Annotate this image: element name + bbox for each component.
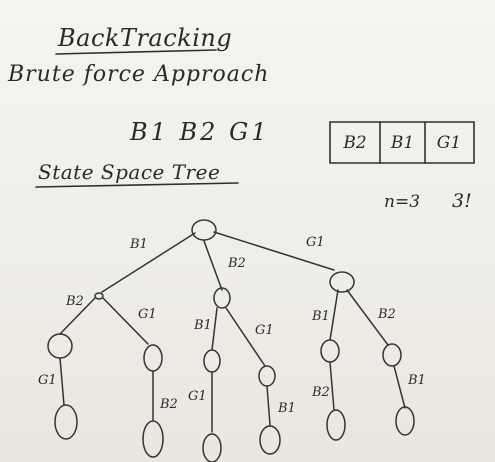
- tree-edge: [59, 357, 65, 406]
- tree-node: [47, 333, 73, 359]
- tree-node: [382, 343, 402, 367]
- edge-label: G1: [138, 307, 157, 322]
- edge-label: B2: [227, 256, 246, 271]
- edge-label: B1: [311, 309, 330, 324]
- tree-node: [142, 420, 164, 458]
- tree-heading-underline: [35, 182, 239, 188]
- tree-edge: [346, 289, 389, 346]
- edge-label: B1: [129, 237, 148, 252]
- items-list: B1 B2 G1: [130, 118, 270, 146]
- tree-edge: [211, 307, 218, 351]
- tree-node: [203, 349, 221, 373]
- tree-node: [143, 344, 163, 372]
- tree-node: [94, 292, 104, 300]
- permutation-box: [329, 121, 475, 164]
- tree-node: [326, 409, 346, 441]
- tree-heading: State Space Tree: [38, 160, 221, 184]
- tree-edge: [101, 232, 196, 293]
- permutation-cell: B2: [343, 133, 367, 153]
- edge-label: B1: [407, 373, 426, 388]
- edge-label: B1: [277, 401, 296, 416]
- edge-label: B1: [193, 318, 212, 333]
- tree-node: [320, 339, 340, 363]
- tree-edge: [203, 240, 223, 291]
- tree-node: [395, 406, 415, 436]
- tree-edge: [213, 231, 335, 271]
- tree-edge: [59, 297, 96, 335]
- tree-node: [54, 404, 78, 440]
- tree-edge: [225, 307, 266, 367]
- tree-node: [329, 271, 355, 293]
- permutation-cell: B1: [390, 133, 415, 153]
- tree-node: [202, 433, 222, 462]
- edge-label: B2: [65, 294, 84, 309]
- tree-edge: [393, 365, 406, 409]
- tree-node: [258, 365, 276, 387]
- tree-edge: [266, 385, 271, 426]
- title: BackTracking: [58, 24, 233, 52]
- count-n: n=3: [384, 192, 421, 212]
- edge-label: B2: [311, 385, 330, 400]
- tree-node: [259, 425, 281, 455]
- tree-edge: [329, 361, 335, 411]
- tree-node: [213, 287, 231, 309]
- tree-edge: [329, 289, 339, 341]
- tree-edge: [102, 297, 149, 345]
- edge-label: G1: [188, 389, 207, 404]
- edge-label: G1: [306, 235, 325, 250]
- subtitle: Brute force Approach: [8, 62, 270, 87]
- title-underline: [55, 49, 217, 55]
- edge-label: B2: [377, 307, 396, 322]
- permutation-cell: G1: [436, 133, 462, 153]
- tree-node-root: [191, 219, 217, 241]
- edge-label: B2: [159, 397, 178, 412]
- edge-label: G1: [38, 373, 57, 388]
- count-factorial: 3!: [452, 190, 472, 212]
- edge-label: G1: [255, 323, 274, 338]
